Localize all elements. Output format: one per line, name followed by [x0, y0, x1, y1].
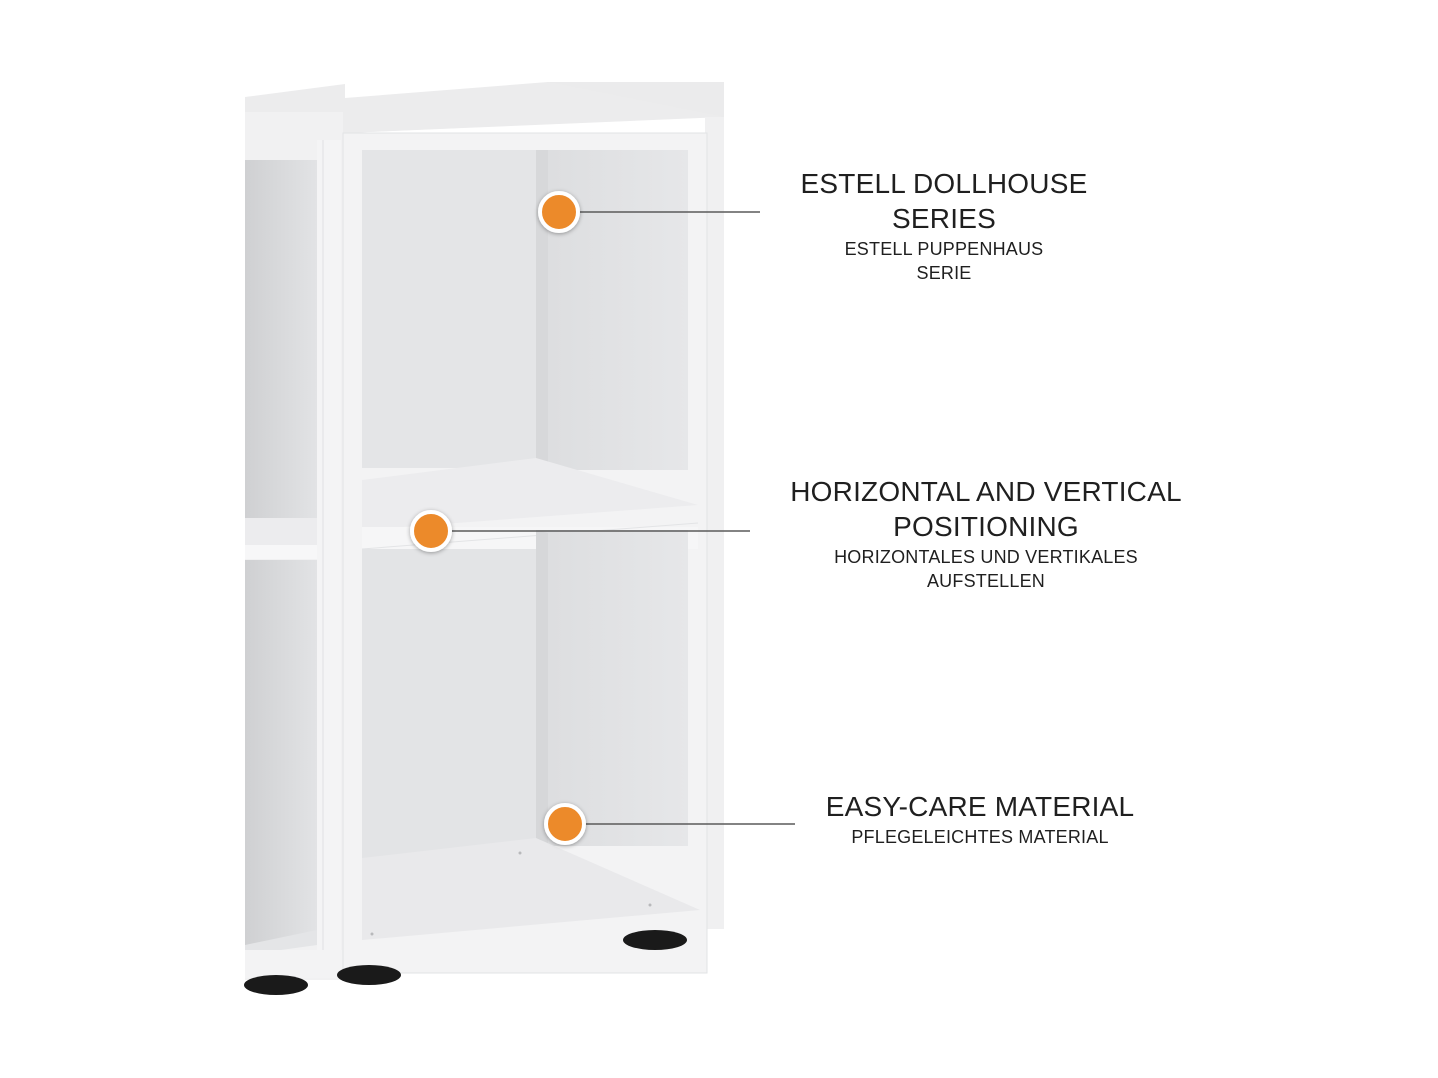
callout-subtitle: ESTELL PUPPENHAUS SERIE [844, 239, 1044, 283]
callout-series: ESTELL DOLLHOUSE SERIES ESTELL PUPPENHAU… [744, 166, 1144, 285]
middle-shelf-board [362, 458, 698, 530]
callout-material: EASY-CARE MATERIAL PFLEGELEICHTES MATERI… [780, 789, 1180, 849]
callout-subtitle: PFLEGELEICHTES MATERIAL [851, 827, 1109, 847]
main-shelf-right-panel [705, 117, 724, 929]
left-shelf-board [245, 518, 317, 545]
upper-compartment-left-wall [362, 150, 538, 468]
left-shelf-interior-upper [245, 160, 317, 520]
left-shelf-interior-lower [245, 560, 317, 945]
hotspot-marker-2[interactable] [410, 510, 452, 552]
callout-positioning: HORIZONTAL AND VERTICAL POSITIONING HORI… [736, 474, 1236, 593]
left-shelf-foot [244, 975, 308, 995]
lower-compartment-back-wall [536, 530, 688, 846]
bottom-shelf-board [362, 838, 700, 940]
left-shelf-unit [244, 84, 345, 995]
main-shelf-foot-back [623, 930, 687, 950]
lower-compartment-left-wall [362, 549, 538, 859]
main-shelf-foot-front [337, 965, 401, 985]
callout-title: HORIZONTAL AND VERTICAL POSITIONING [790, 476, 1182, 542]
callout-subtitle: HORIZONTALES UND VERTIKALES AUFSTELLEN [834, 547, 1138, 591]
main-shelf-unit [337, 82, 724, 985]
hotspot-marker-3[interactable] [544, 803, 586, 845]
callout-title: ESTELL DOLLHOUSE SERIES [800, 168, 1088, 234]
hotspot-marker-1[interactable] [538, 191, 580, 233]
callout-title: EASY-CARE MATERIAL [825, 791, 1135, 822]
